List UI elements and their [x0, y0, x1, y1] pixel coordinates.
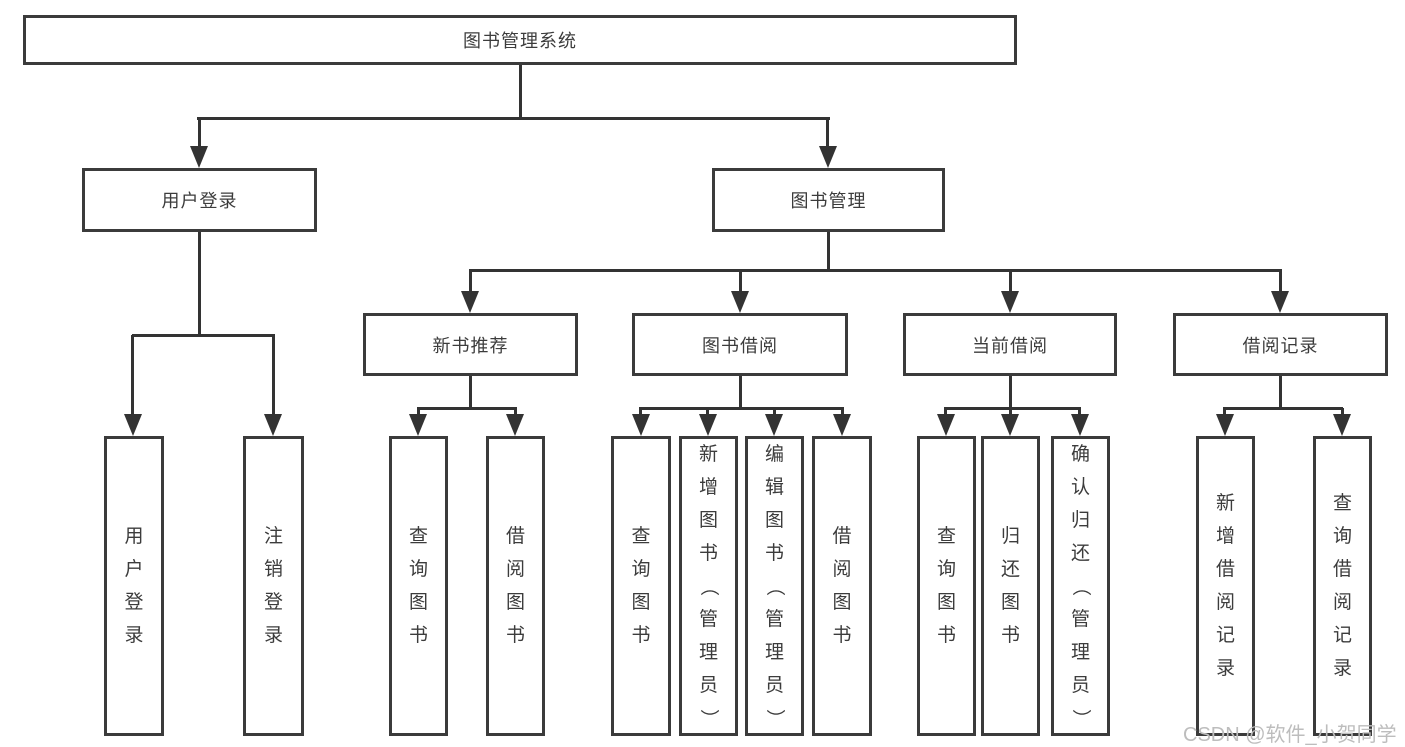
arrowhead-down: [1001, 414, 1019, 436]
node-book-management: 图书管理: [712, 168, 945, 232]
connector-root-rail: [197, 117, 830, 120]
connector-leaf: [706, 408, 709, 415]
node-new-book-recommend: 新书推荐: [363, 313, 578, 376]
node-borrow-records: 借阅记录: [1173, 313, 1388, 376]
leaf-edit-books-admin: 编辑图书（管理员）: [745, 436, 804, 736]
arrowhead-down: [1001, 291, 1019, 313]
arrowhead-down: [937, 414, 955, 436]
connector-leaf: [417, 408, 420, 415]
connector-new-book-rail: [417, 407, 517, 410]
connector-to-new-book-recommend: [469, 270, 472, 293]
connector-to-book-borrow: [739, 270, 742, 293]
node-book-borrow: 图书借阅: [632, 313, 848, 376]
leaf-logout-login: 注销登录: [243, 436, 304, 736]
connector-borrow-records-rail: [1223, 407, 1343, 410]
arrowhead-down: [833, 414, 851, 436]
connector-book-management-stem: [827, 232, 830, 270]
connector-leaf: [514, 408, 517, 415]
arrowhead-down: [819, 146, 837, 168]
arrowhead-down: [1271, 291, 1289, 313]
connector-to-current-borrow: [1009, 270, 1012, 293]
leaf-return-books: 归还图书: [981, 436, 1040, 736]
connector-leaf: [1341, 408, 1344, 415]
leaf-query-books-borrow: 查询图书: [611, 436, 671, 736]
connector-book-borrow-stem: [739, 376, 742, 408]
arrowhead-down: [124, 414, 142, 436]
leaf-query-borrow-record: 查询借阅记录: [1313, 436, 1372, 736]
arrowhead-down: [190, 146, 208, 168]
leaf-add-books-admin: 新增图书（管理员）: [679, 436, 738, 736]
node-library-management-system: 图书管理系统: [23, 15, 1017, 65]
connector-to-book-management: [826, 118, 829, 148]
arrowhead-down: [765, 414, 783, 436]
connector-leaf: [639, 408, 642, 415]
connector-user-login-rail: [132, 334, 275, 337]
arrowhead-down: [699, 414, 717, 436]
arrowhead-down: [264, 414, 282, 436]
arrowhead-down: [1071, 414, 1089, 436]
leaf-borrow-books: 借阅图书: [812, 436, 872, 736]
csdn-watermark: CSDN @软件_小贺同学: [1183, 724, 1397, 746]
arrowhead-down: [1216, 414, 1234, 436]
arrowhead-down: [632, 414, 650, 436]
connector-book-management-rail: [469, 269, 1282, 272]
leaf-query-books-current: 查询图书: [917, 436, 976, 736]
connector-to-leaf-logout: [272, 335, 275, 415]
connector-leaf: [1009, 408, 1012, 415]
leaf-borrow-books-recommend: 借阅图书: [486, 436, 545, 736]
connector-to-borrow-records: [1279, 270, 1282, 293]
connector-leaf: [944, 408, 947, 415]
connector-leaf: [1078, 408, 1081, 415]
leaf-user-login: 用户登录: [104, 436, 164, 736]
connector-leaf: [841, 408, 844, 415]
connector-current-borrow-stem: [1009, 376, 1012, 408]
connector-leaf: [773, 408, 776, 415]
connector-borrow-records-stem: [1279, 376, 1282, 408]
node-current-borrow: 当前借阅: [903, 313, 1117, 376]
connector-leaf: [1223, 408, 1226, 415]
connector-to-user-login: [198, 118, 201, 148]
leaf-add-borrow-record: 新增借阅记录: [1196, 436, 1255, 736]
arrowhead-down: [461, 291, 479, 313]
node-user-login: 用户登录: [82, 168, 317, 232]
arrowhead-down: [1333, 414, 1351, 436]
connector-root-stem: [519, 65, 522, 118]
arrowhead-down: [506, 414, 524, 436]
connector-book-borrow-rail: [639, 407, 844, 410]
connector-to-leaf-user-login: [131, 335, 134, 415]
connector-user-login-stem: [198, 232, 201, 335]
connector-new-book-stem: [469, 376, 472, 408]
arrowhead-down: [409, 414, 427, 436]
arrowhead-down: [731, 291, 749, 313]
leaf-confirm-return-admin: 确认归还（管理员）: [1051, 436, 1110, 736]
connector-current-borrow-rail: [944, 407, 1081, 410]
leaf-query-books-recommend: 查询图书: [389, 436, 448, 736]
